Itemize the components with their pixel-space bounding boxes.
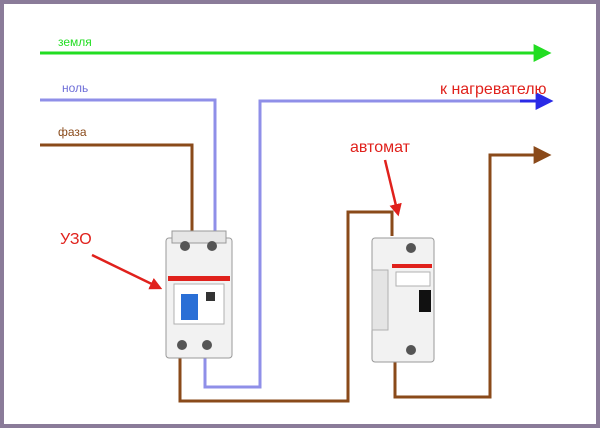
rcd-bottom-terminal-left [177,340,187,350]
rcd-test-button [206,292,215,301]
phase-wire-label: фаза [58,125,87,139]
breaker-top-terminal [406,243,416,253]
breaker-bottom-terminal [406,345,416,355]
rcd-callout-arrow [91,253,163,290]
breaker-label: автомат [350,139,411,156]
wiring-diagram: земля ноль фаза к нагревателю автомат [40,35,554,403]
rcd-top-terminal-right [207,241,217,251]
phase-wire-in [40,143,194,236]
rcd-brand-strip [168,276,230,281]
rcd-label: УЗО [60,231,92,248]
heater-label: к нагревателю [440,81,547,98]
rcd-top-terminal-left [180,241,190,251]
rcd-lever [181,294,198,320]
rcd-device [165,230,233,359]
neutral-wire-in [40,98,217,236]
breaker-callout-arrow [383,159,402,217]
neutral-wire-out [203,99,548,389]
rcd-bottom-terminal-right [202,340,212,350]
phase-wire-out [393,146,552,399]
earth-wire-label: земля [58,35,92,49]
breaker-brand-strip [392,264,432,268]
breaker-lever [419,290,431,312]
neutral-wire-label: ноль [62,81,88,95]
breaker-device [371,237,435,363]
